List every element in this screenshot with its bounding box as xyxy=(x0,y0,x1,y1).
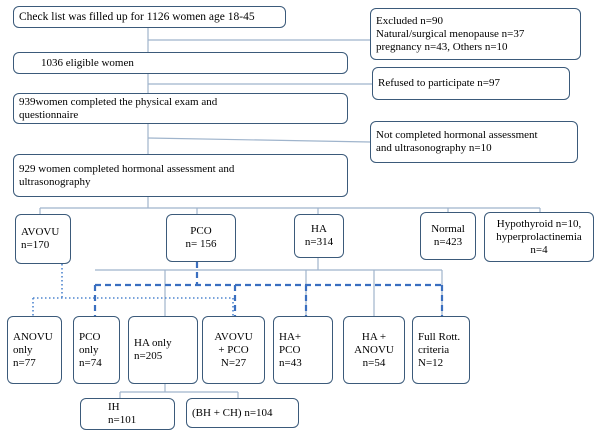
subgroup-full-rott-line-2: criteria xyxy=(418,343,450,356)
subgroup-anovu-only: ANOVU only n=77 xyxy=(7,316,62,384)
subgroup-ha-pco-line-3: n=43 xyxy=(279,356,302,369)
group-pco: PCO n= 156 xyxy=(166,214,236,262)
subgroup-full-rott: Full Rott. criteria N=12 xyxy=(412,316,470,384)
ha-split-ih-count: n=101 xyxy=(108,414,137,426)
hormonal-box: 929 women completed hormonal assessment … xyxy=(13,154,348,197)
refused-text: Refused to participate n=97 xyxy=(378,77,500,89)
ha-split-ih: IH n=101 xyxy=(80,398,175,430)
subgroup-pco-only-line-2: only xyxy=(79,343,99,356)
group-hypothyroid-line-2: hyperprolactinemia xyxy=(496,230,582,243)
eligible-text: 1036 eligible women xyxy=(41,56,134,69)
subgroup-ha-anovu-line-2: ANOVU xyxy=(354,343,394,356)
ha-split-bh-ch-text: (BH + CH) n=104 xyxy=(192,406,273,419)
physical-exam-line-1: 939women completed the physical exam and xyxy=(19,95,218,108)
group-normal: Normal n=423 xyxy=(420,212,476,260)
not-completed-line-1: Not completed hormonal assessment xyxy=(376,129,538,141)
screened-text: Check list was filled up for 1126 women … xyxy=(19,10,255,23)
subgroup-ha-only-line-1: HA only xyxy=(134,337,172,349)
subgroup-pco-only-line-1: PCO xyxy=(79,330,101,343)
subgroup-anovu-only-line-3: n=77 xyxy=(13,356,36,369)
group-ha-label: HA xyxy=(311,223,327,235)
subgroup-anovu-only-line-2: only xyxy=(13,343,33,356)
group-normal-label: Normal xyxy=(431,223,465,235)
not-completed-box: Not completed hormonal assessment and ul… xyxy=(370,121,578,163)
subgroup-full-rott-line-3: N=12 xyxy=(418,356,444,369)
screened-box: Check list was filled up for 1126 women … xyxy=(13,6,286,28)
subgroup-pco-only: PCO only n=74 xyxy=(73,316,120,384)
group-ha-count: n=314 xyxy=(304,236,334,248)
hormonal-line-2: ultrasonography xyxy=(19,175,91,188)
excluded-line-3: pregnancy n=43, Others n=10 xyxy=(376,40,508,53)
excluded-box: Excluded n=90 Natural/surgical menopause… xyxy=(370,8,581,60)
subgroup-avovu-pco-line-2: + PCO xyxy=(218,343,249,356)
group-pco-count: n= 156 xyxy=(185,238,217,250)
group-hypothyroid: Hypothyroid n=10, hyperprolactinemia n=4 xyxy=(484,212,594,262)
subgroup-ha-only-line-2: n=205 xyxy=(134,350,163,362)
subgroup-ha-only: HA only n=205 xyxy=(128,316,198,384)
subgroup-avovu-pco: AVOVU + PCO N=27 xyxy=(202,316,265,384)
group-hypothyroid-line-3: n=4 xyxy=(530,243,548,256)
group-avovu: AVOVU n=170 xyxy=(15,214,71,264)
group-ha: HA n=314 xyxy=(294,214,344,258)
subgroup-avovu-pco-line-3: N=27 xyxy=(220,356,247,369)
hormonal-line-1: 929 women completed hormonal assessment … xyxy=(19,162,235,175)
not-completed-line-2: and ultrasonography n=10 xyxy=(376,142,492,154)
subgroup-ha-pco-line-1: HA+ xyxy=(279,330,302,343)
subgroup-pco-only-line-3: n=74 xyxy=(79,356,102,369)
group-normal-count: n=423 xyxy=(433,236,463,248)
subgroup-ha-anovu-line-3: n=54 xyxy=(362,356,386,369)
eligible-box: 1036 eligible women xyxy=(13,52,348,74)
excluded-line-2: Natural/surgical menopause n=37 xyxy=(376,27,525,40)
subgroup-avovu-pco-line-1: AVOVU xyxy=(214,330,253,343)
subgroup-ha-anovu-line-1: HA + xyxy=(361,330,387,343)
subgroup-anovu-only-line-1: ANOVU xyxy=(13,330,53,343)
ha-split-ih-label: IH xyxy=(108,401,120,413)
physical-exam-line-2: questionnaire xyxy=(19,108,79,121)
physical-exam-box: 939women completed the physical exam and… xyxy=(13,93,348,124)
subgroup-ha-anovu: HA + ANOVU n=54 xyxy=(343,316,405,384)
group-avovu-label: AVOVU xyxy=(21,226,60,238)
subgroup-ha-pco: HA+ PCO n=43 xyxy=(273,316,333,384)
subgroup-ha-pco-line-2: PCO xyxy=(279,343,301,356)
subgroup-full-rott-line-1: Full Rott. xyxy=(418,330,461,343)
refused-box: Refused to participate n=97 xyxy=(372,67,570,100)
ha-split-bh-ch: (BH + CH) n=104 xyxy=(186,398,299,428)
group-pco-label: PCO xyxy=(190,225,212,237)
group-avovu-count: n=170 xyxy=(21,239,50,251)
excluded-line-1: Excluded n=90 xyxy=(376,14,443,27)
group-hypothyroid-line-1: Hypothyroid n=10, xyxy=(496,217,582,230)
